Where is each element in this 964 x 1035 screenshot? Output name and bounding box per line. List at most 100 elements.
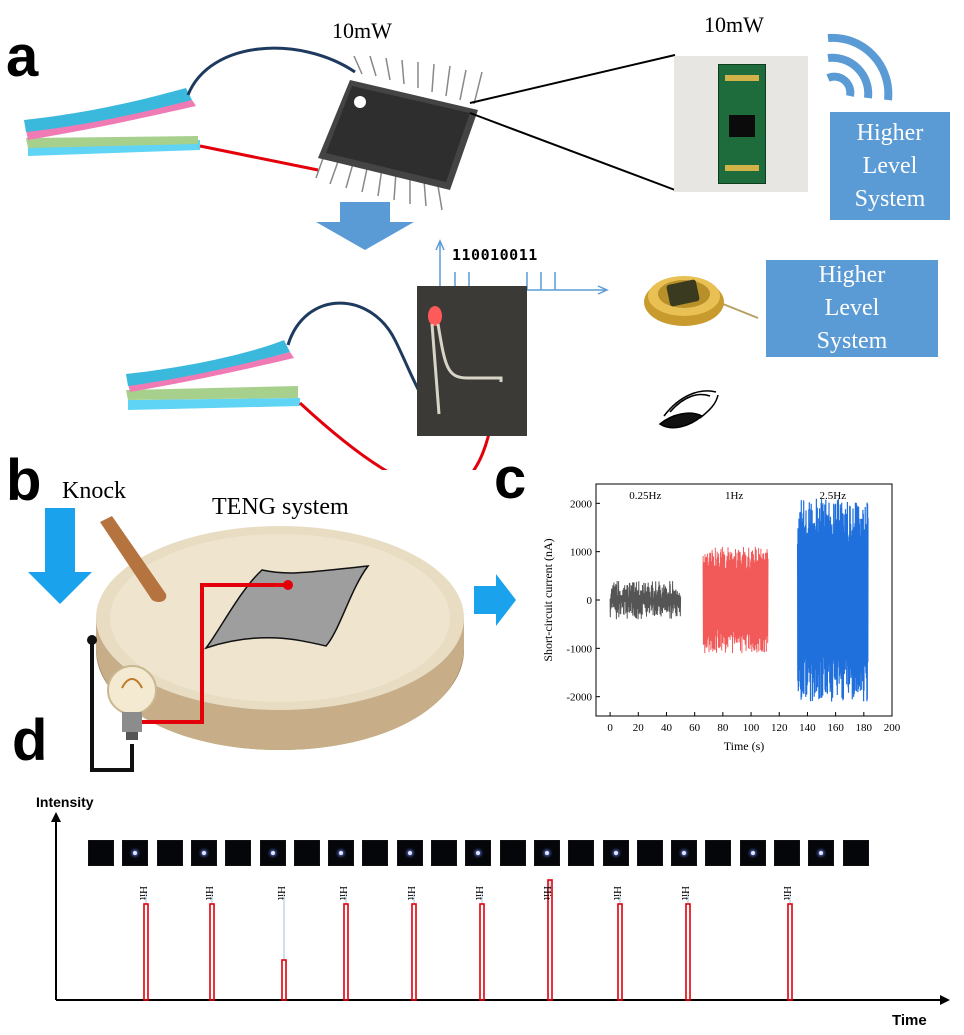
camera-frame <box>774 840 800 866</box>
wire-navy-bottom <box>286 301 440 422</box>
x-tick-label: 180 <box>856 722 873 734</box>
camera-frame <box>842 840 869 866</box>
camera-frame <box>465 840 492 866</box>
x-axis-arrowhead <box>940 995 950 1005</box>
led-photo <box>417 286 527 436</box>
camera-frame <box>293 840 320 866</box>
knock-label: Knock <box>62 478 126 504</box>
y-tick-label: -2000 <box>566 692 592 704</box>
frequency-annotation: 1Hz <box>725 490 743 502</box>
series-line-2 <box>702 546 769 654</box>
camera-frame <box>499 840 526 866</box>
intensity-pulse <box>685 903 691 1001</box>
hit-label: Hit <box>473 886 485 900</box>
knock-arrow <box>28 508 92 604</box>
down-arrow <box>316 202 414 250</box>
wire-navy-top <box>186 46 356 96</box>
x-tick-label: 80 <box>717 722 729 734</box>
binary-signal-text: 110010011 <box>452 246 538 264</box>
y-axis-label: Short-circuit current (nA) <box>541 538 555 661</box>
module-power-label: 10mW <box>704 12 764 37</box>
x-tick-label: 160 <box>827 722 844 734</box>
camera-frame <box>259 840 286 866</box>
intensity-pulse <box>143 903 149 1001</box>
wireless-module-photo <box>674 56 808 192</box>
led-icon <box>428 306 503 415</box>
camera-frame <box>533 840 560 866</box>
teng-system-label: TENG system <box>212 494 349 520</box>
x-tick-label: 120 <box>771 722 788 734</box>
camera-frame <box>705 840 732 866</box>
wireless-signal-icon <box>826 33 893 101</box>
hit-label: Hit <box>781 886 793 900</box>
zoom-line-top <box>469 54 676 104</box>
x-tick-label: 0 <box>607 722 613 734</box>
intensity-pulse <box>787 903 793 1001</box>
y-tick-label: 1000 <box>570 547 593 559</box>
light-spot <box>201 851 206 855</box>
chip-power-label: 10mW <box>332 18 392 43</box>
intensity-pulse <box>411 903 417 1001</box>
teng-film <box>203 565 370 650</box>
higher-level-system-box-top: Higher Level System <box>830 112 950 220</box>
hit-label: Hit <box>337 886 349 900</box>
light-spot <box>339 851 344 855</box>
panel-a-illustration <box>24 33 893 470</box>
camera-frame <box>362 840 389 866</box>
x-tick-label: 40 <box>661 722 673 734</box>
intensity-pulse <box>209 903 215 1001</box>
eye-icon <box>658 390 719 429</box>
camera-frame <box>156 840 183 866</box>
hit-label: Hit <box>611 886 623 900</box>
camera-frame <box>431 840 457 866</box>
camera-frame <box>396 840 423 866</box>
y-tick-label: 0 <box>587 595 593 607</box>
camera-frame <box>808 840 835 866</box>
teng-device-top <box>24 88 200 156</box>
drumstick <box>100 516 167 602</box>
series-line-1 <box>609 580 682 620</box>
light-spot <box>682 851 687 855</box>
camera-frame <box>328 840 355 866</box>
intensity-pulse <box>479 903 485 1001</box>
light-spot <box>613 851 618 855</box>
x-axis-label: Time (s) <box>724 739 765 753</box>
x-tick-label: 20 <box>633 722 645 734</box>
hit-label: Hit <box>405 886 417 900</box>
hit-label: Hit <box>541 886 553 900</box>
x-tick-label: 200 <box>884 722 901 734</box>
light-spot <box>476 851 481 855</box>
ic-chip <box>315 55 483 211</box>
hit-label: Hit <box>679 886 691 900</box>
light-spot <box>750 851 755 855</box>
camera-frame <box>739 840 766 866</box>
right-arrow <box>474 574 516 626</box>
intensity-pulse <box>547 879 553 1001</box>
y-axis-arrowhead <box>51 812 61 822</box>
hit-label: Hit <box>137 886 149 900</box>
intensity-axis-label: Intensity <box>36 794 94 810</box>
x-tick-label: 140 <box>799 722 816 734</box>
photodiode-image <box>644 276 759 326</box>
higher-level-system-box-bottom: Higher Level System <box>766 260 938 357</box>
intensity-pulse <box>617 903 623 1001</box>
panel-a-letter: a <box>6 24 39 89</box>
camera-frame <box>225 840 252 866</box>
x-tick-label: 100 <box>743 722 760 734</box>
light-spot <box>133 851 138 855</box>
camera-frame <box>122 840 149 866</box>
light-bulb-icon <box>107 665 157 740</box>
teng-device-bottom <box>126 340 300 410</box>
hit-label: Hit <box>203 886 215 900</box>
y-tick-label: -1000 <box>566 643 592 655</box>
intensity-pulse <box>281 959 287 1001</box>
frequency-annotation: 2.5Hz <box>820 490 847 502</box>
camera-frame <box>671 840 698 866</box>
higher-level-system-label-top: Higher Level System <box>854 119 926 212</box>
camera-frame <box>190 840 217 866</box>
intensity-pulse <box>343 903 349 1001</box>
camera-frame <box>568 840 595 866</box>
panel-d-letter: d <box>12 708 48 773</box>
